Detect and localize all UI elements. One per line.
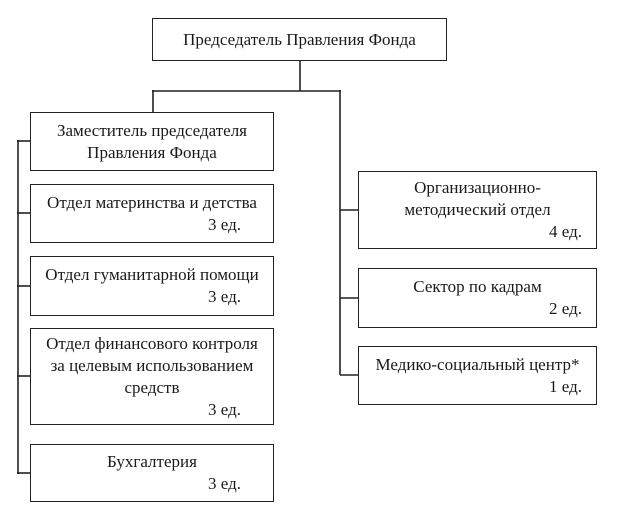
node-org-method-label: методический отдел — [404, 200, 551, 219]
node-org-method-staff-count: 4 ед. — [549, 222, 582, 241]
node-humanitarian-label: Отдел гуманитарной помощи — [45, 265, 259, 284]
node-deputy-label: Правления Фонда — [87, 142, 217, 162]
node-medical-social-center-staff-count: 1 ед. — [549, 376, 582, 396]
node-accounting-staff-count: 3 ед. — [208, 474, 241, 493]
node-accounting: Бухгалтерия 3 ед. — [30, 444, 274, 502]
node-chairman: Председатель Правления Фонда — [152, 18, 447, 61]
node-deputy: Заместитель председателя Правления Фонда — [30, 112, 274, 171]
node-financial-control-label: за целевым использованием — [50, 355, 254, 375]
node-accounting-label: Бухгалтерия — [107, 452, 197, 471]
node-financial-control-label: Отдел финансового контроля — [46, 333, 258, 353]
node-hr-sector: Сектор по кадрам 2 ед. — [358, 268, 597, 328]
node-maternity-staff-count: 3 ед. — [208, 214, 241, 234]
node-financial-control-label: средств — [124, 377, 180, 397]
node-medical-social-center: Медико-социальный центр* 1 ед. — [358, 346, 597, 405]
node-humanitarian-staff-count: 3 ед. — [208, 287, 241, 306]
node-deputy-label: Заместитель председателя — [57, 120, 247, 140]
node-financial-control: Отдел финансового контроля за целевым ис… — [30, 328, 274, 425]
node-maternity-label: Отдел материнства и детства — [47, 192, 257, 212]
node-humanitarian: Отдел гуманитарной помощи 3 ед. — [30, 256, 274, 316]
node-financial-control-staff-count: 3 ед. — [208, 399, 241, 419]
node-hr-sector-label: Сектор по кадрам — [413, 277, 542, 296]
node-chairman-label: Председатель Правления Фонда — [183, 29, 416, 49]
node-org-method: Организационно- методический отдел 4 ед. — [358, 171, 597, 249]
node-org-method-label: Организационно- — [414, 178, 541, 197]
node-maternity: Отдел материнства и детства 3 ед. — [30, 184, 274, 243]
node-medical-social-center-label: Медико-социальный центр* — [375, 354, 580, 374]
node-hr-sector-staff-count: 2 ед. — [549, 299, 582, 318]
